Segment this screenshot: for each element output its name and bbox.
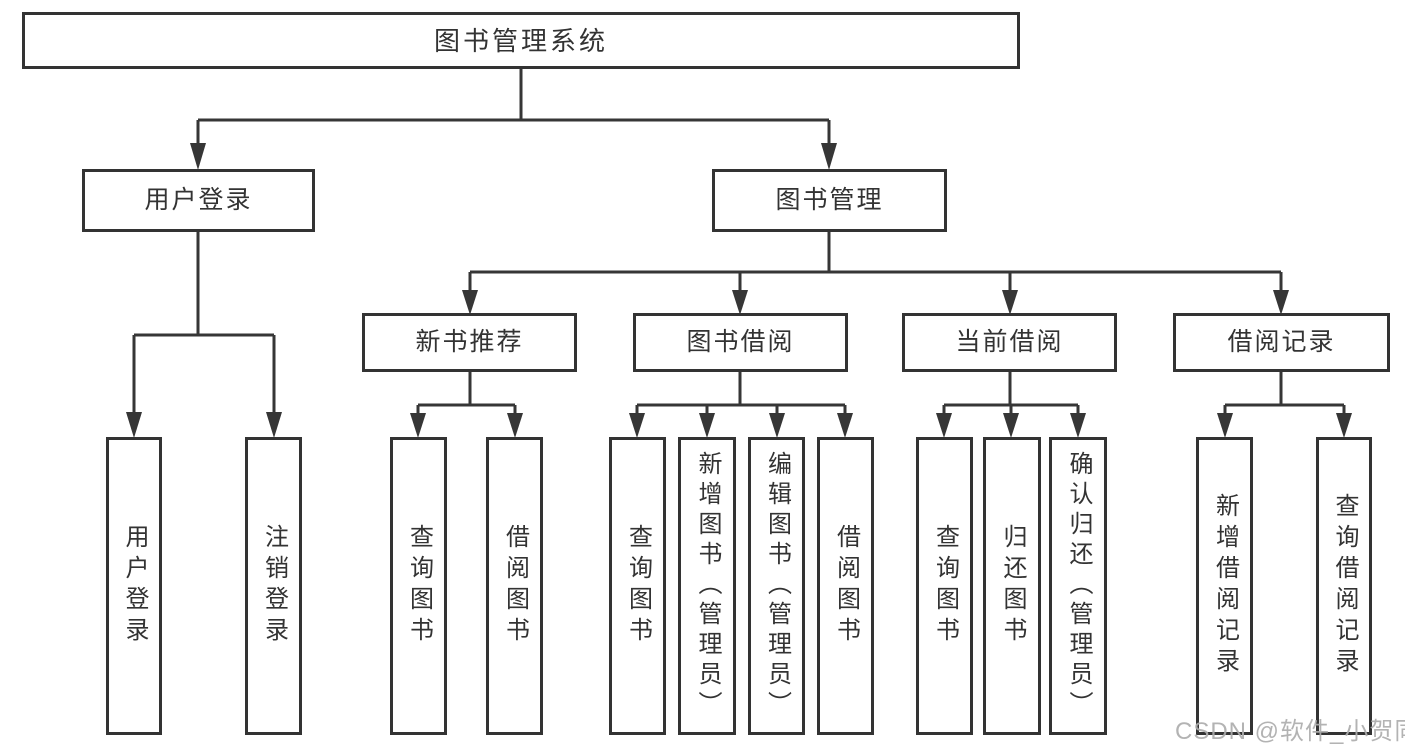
node-label: 图书借阅 bbox=[686, 328, 795, 356]
node-label: 查询图书 bbox=[405, 524, 433, 648]
arrowhead-down-icon bbox=[410, 413, 426, 438]
arrowhead-down-icon bbox=[1273, 290, 1289, 315]
node-label: 归还图书 bbox=[999, 524, 1026, 648]
node-label: 新增借阅记录 bbox=[1211, 493, 1239, 679]
leaf-logout: 注销登录 bbox=[245, 437, 302, 735]
arrowhead-down-icon bbox=[769, 413, 785, 438]
leaf-bb-borrow-books: 借阅图书 bbox=[817, 437, 874, 735]
node-label: 编辑图书（管理员） bbox=[763, 451, 791, 721]
leaf-rec-query-books: 查询图书 bbox=[390, 437, 447, 735]
arrowhead-down-icon bbox=[732, 290, 748, 315]
node-label: 借阅记录 bbox=[1227, 328, 1336, 356]
leaf-br-add-borrow-record: 新增借阅记录 bbox=[1196, 437, 1253, 735]
node-label: 图书管理 bbox=[775, 186, 884, 214]
arrowhead-down-icon bbox=[507, 413, 523, 438]
node-label: 图书管理系统 bbox=[433, 25, 608, 56]
node-label: 借阅图书 bbox=[501, 524, 529, 648]
node-label: 查询借阅记录 bbox=[1331, 493, 1358, 679]
node-borrowing-records: 借阅记录 bbox=[1173, 313, 1390, 372]
arrowhead-down-icon bbox=[821, 143, 837, 170]
arrowhead-down-icon bbox=[126, 412, 142, 438]
arrowhead-down-icon bbox=[190, 143, 206, 170]
node-label: 借阅图书 bbox=[832, 524, 860, 648]
leaf-bb-add-books-admin: 新增图书（管理员） bbox=[678, 437, 736, 735]
node-label: 用户登录 bbox=[121, 524, 148, 648]
node-label: 新书推荐 bbox=[415, 328, 524, 356]
leaf-bb-edit-books-admin: 编辑图书（管理员） bbox=[748, 437, 805, 735]
leaf-cb-return-books: 归还图书 bbox=[983, 437, 1041, 735]
node-label: 确认归还（管理员） bbox=[1065, 451, 1092, 721]
node-book-borrowing: 图书借阅 bbox=[633, 313, 848, 372]
node-label: 新增图书（管理员） bbox=[694, 451, 721, 721]
node-library-management-system: 图书管理系统 bbox=[22, 12, 1020, 69]
leaf-bb-query-books: 查询图书 bbox=[609, 437, 666, 735]
node-label: 查询图书 bbox=[624, 524, 652, 648]
node-label: 查询图书 bbox=[931, 524, 959, 648]
node-label: 用户登录 bbox=[144, 186, 253, 214]
leaf-cb-confirm-return-admin: 确认归还（管理员） bbox=[1049, 437, 1107, 735]
watermark: CSDN @软件_小贺同学 bbox=[1175, 718, 1405, 745]
node-label: 注销登录 bbox=[260, 524, 288, 648]
leaf-br-query-borrow-record: 查询借阅记录 bbox=[1316, 437, 1372, 735]
arrowhead-down-icon bbox=[837, 413, 853, 438]
node-new-book-recommendation: 新书推荐 bbox=[362, 313, 577, 372]
arrowhead-down-icon bbox=[266, 412, 282, 438]
leaf-rec-borrow-books: 借阅图书 bbox=[486, 437, 543, 735]
node-user-login: 用户登录 bbox=[82, 169, 315, 232]
arrowhead-down-icon bbox=[1217, 413, 1233, 438]
leaf-user-login: 用户登录 bbox=[106, 437, 162, 735]
arrowhead-down-icon bbox=[936, 413, 952, 438]
node-book-management: 图书管理 bbox=[712, 169, 947, 232]
arrowhead-down-icon bbox=[699, 413, 715, 438]
node-current-borrowing: 当前借阅 bbox=[902, 313, 1117, 372]
node-label: 当前借阅 bbox=[955, 328, 1064, 356]
leaf-cb-query-books: 查询图书 bbox=[916, 437, 973, 735]
arrowhead-down-icon bbox=[462, 290, 478, 315]
arrowhead-down-icon bbox=[629, 413, 645, 438]
arrowhead-down-icon bbox=[1336, 413, 1352, 438]
arrowhead-down-icon bbox=[1002, 290, 1018, 315]
arrowhead-down-icon bbox=[1070, 413, 1086, 438]
arrowhead-down-icon bbox=[1003, 413, 1019, 438]
